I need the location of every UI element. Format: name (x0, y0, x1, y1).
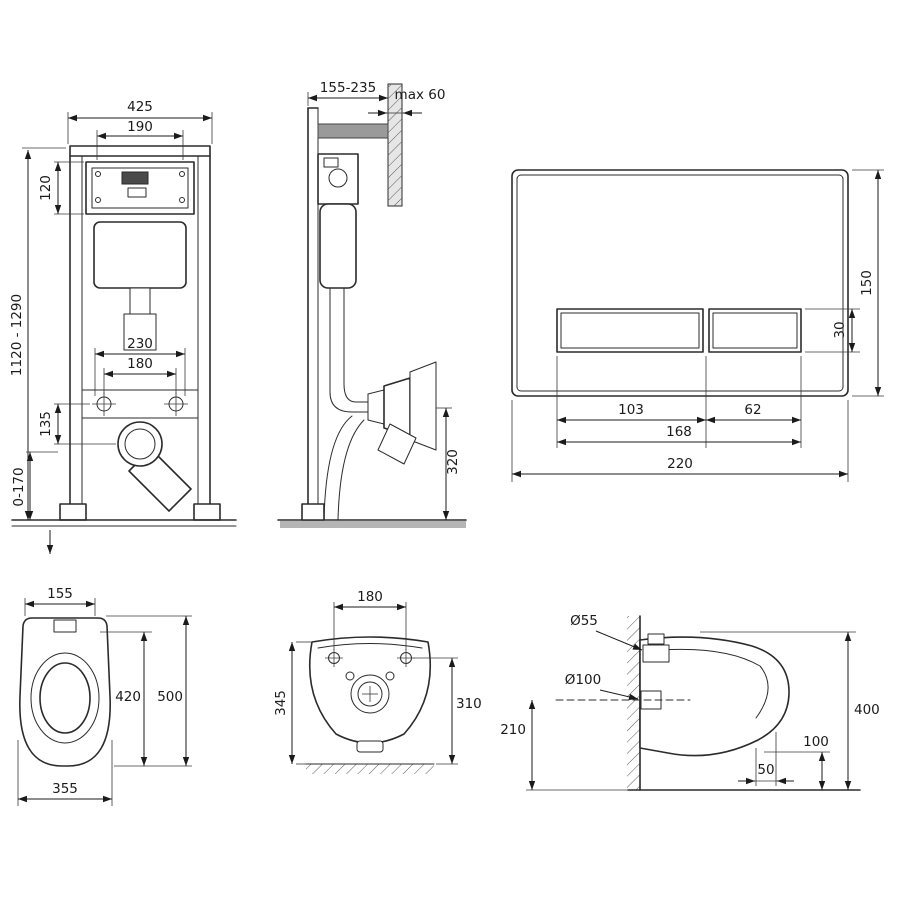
dim-spacing-230: 230 (127, 336, 153, 352)
dim-tank-module-height: 120 (38, 175, 54, 201)
cistern-tank-side (319, 203, 357, 289)
dim-seat-length: 420 (115, 689, 141, 705)
dim-outlet-offset: 50 (757, 762, 774, 778)
down-pipe (323, 415, 353, 521)
outlet-adapter (367, 389, 385, 425)
flush-plate-body (511, 169, 849, 397)
dim-tank-module-width: 190 (127, 119, 153, 135)
dim-axis-height: 210 (500, 722, 526, 738)
flush-pipe-upper (129, 287, 151, 315)
dim-leg-adjust: 0-170 (11, 467, 27, 506)
drain-circle-inner (357, 681, 383, 707)
outlet-bell-angled (377, 423, 417, 465)
mount-hole-right (397, 649, 415, 667)
frame-foot-side (301, 503, 325, 521)
dim-button-height: 30 (832, 321, 848, 338)
flush-pipe-lower (123, 313, 157, 351)
cistern-tank (93, 221, 187, 289)
dim-wall-max: max 60 (395, 87, 446, 103)
flush-valve (121, 171, 149, 185)
flush-pipe-outer (329, 287, 369, 413)
cistern-service-box (85, 161, 195, 215)
frame-top-bar (69, 145, 211, 157)
dim-back-width: 155 (47, 586, 73, 602)
dim-mount-spacing: 180 (357, 589, 383, 605)
bowl-outline-top (19, 617, 111, 767)
dim-button-large-width: 103 (618, 402, 644, 418)
dim-frame-height: 1120 - 1290 (9, 294, 25, 376)
frame-foot-left (59, 503, 87, 521)
drain-circle-outer (350, 674, 390, 714)
label-inlet-diameter: Ø55 (570, 613, 598, 629)
dim-frame-depth: 155-235 (320, 80, 376, 96)
seat-ring (30, 652, 100, 744)
flush-button-large (556, 308, 704, 353)
wall-hatch (627, 616, 640, 790)
dim-height-mount: 310 (456, 696, 482, 712)
view-bowl-front: 180 345 310 (273, 589, 482, 774)
dim-total-length: 500 (157, 689, 183, 705)
view-flush-plate: 30 150 103 62 168 220 (511, 169, 884, 482)
bowl-outline-side (639, 636, 790, 757)
inlet-top (647, 633, 665, 645)
dim-plate-height: 150 (859, 270, 875, 296)
dim-plate-width: 220 (667, 456, 693, 472)
dim-outlet-height: 320 (445, 449, 461, 475)
dim-spacing-180: 180 (127, 356, 153, 372)
bowl-opening (39, 662, 91, 734)
bowl-outline-front (309, 636, 431, 744)
view-frame-side: 155-235 max 60 320 (277, 80, 467, 528)
dim-frame-width: 425 (127, 99, 153, 115)
seat-hinge (53, 619, 77, 633)
inlet-stub (642, 644, 670, 663)
fixing-bolt-left (92, 392, 116, 416)
view-bowl-side: Ø55 Ø100 400 100 210 50 (500, 613, 880, 791)
outlet-stub-front (356, 740, 384, 753)
dim-overall-height: 400 (854, 702, 880, 718)
view-frame-front: 425 190 120 1120 - 1290 230 180 135 0-17… (9, 99, 237, 554)
wall-bracket (317, 123, 389, 139)
floor-hatch (306, 764, 434, 774)
dim-height-overall: 345 (273, 690, 289, 716)
view-bowl-top: 155 420 500 355 (17, 586, 192, 806)
fixing-bolt-right (164, 392, 188, 416)
dim-button-small-width: 62 (744, 402, 761, 418)
dim-offset-135: 135 (38, 411, 54, 437)
dim-buttons-width: 168 (666, 424, 692, 440)
label-outlet-diameter: Ø100 (565, 672, 601, 688)
mount-hole-left (325, 649, 343, 667)
flush-button-small (708, 308, 802, 353)
frame-foot-right (193, 503, 221, 521)
dim-bowl-width: 355 (52, 781, 78, 797)
dim-clearance-height: 100 (803, 734, 829, 750)
